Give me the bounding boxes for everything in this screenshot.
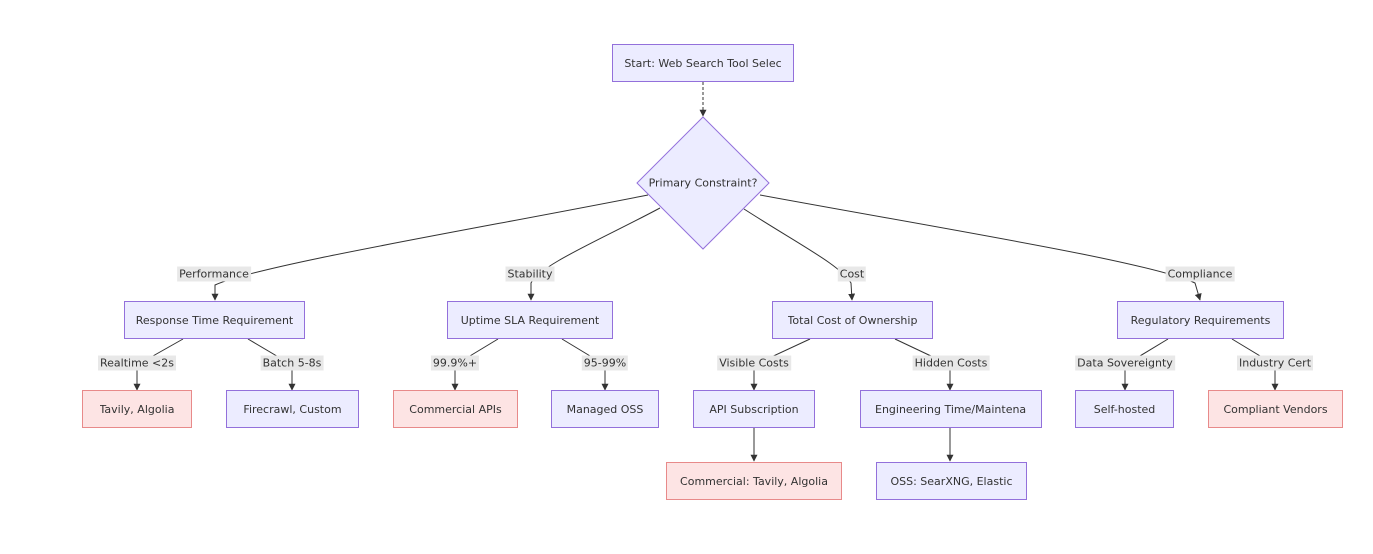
response-time-node: Response Time Requirement [124,301,305,339]
decision-label: Primary Constraint? [648,176,758,190]
commercial-apis-node: Commercial APIs [393,390,518,428]
edge-label-data-sovereignty: Data Sovereignty [1075,355,1175,371]
oss-searxng-node: OSS: SearXNG, Elastic [876,462,1027,500]
start-node: Start: Web Search Tool Selec [612,44,794,82]
tco-node: Total Cost of Ownership [772,301,933,339]
managed-oss-node: Managed OSS [551,390,659,428]
edge-label-stability: Stability [505,266,555,282]
edge-decision-cost [743,208,856,301]
uptime-sla-node: Uptime SLA Requirement [447,301,613,339]
edge-label-batch: Batch 5-8s [260,355,324,371]
edge-decision-compliance [759,194,1202,301]
self-hosted-node: Self-hosted [1075,390,1174,428]
edge-label-realtime: Realtime <2s [97,355,177,371]
edge-label-sla-mid: 95-99% [581,355,629,371]
tavily-algolia-node: Tavily, Algolia [82,390,192,428]
edge-label-performance: Performance [177,266,251,282]
edge-label-sla-high: 99.9%+ [430,355,480,371]
api-subscription-node: API Subscription [693,390,815,428]
edge-decision-stability [527,207,661,301]
edge-label-hidden-costs: Hidden Costs [912,355,990,371]
engineering-time-node: Engineering Time/Maintenar [860,390,1042,428]
edge-label-industry-cert: Industry Cert [1236,355,1314,371]
edge-label-visible-costs: Visible Costs [717,355,791,371]
compliant-vendors-node: Compliant Vendors [1208,390,1343,428]
regulatory-node: Regulatory Requirements [1117,301,1284,339]
decision-diamond [636,116,770,250]
edge-label-cost: Cost [837,266,867,282]
firecrawl-custom-node: Firecrawl, Custom [226,390,359,428]
edge-label-compliance: Compliance [1165,266,1235,282]
commercial-tavily-node: Commercial: Tavily, Algolia [666,462,842,500]
